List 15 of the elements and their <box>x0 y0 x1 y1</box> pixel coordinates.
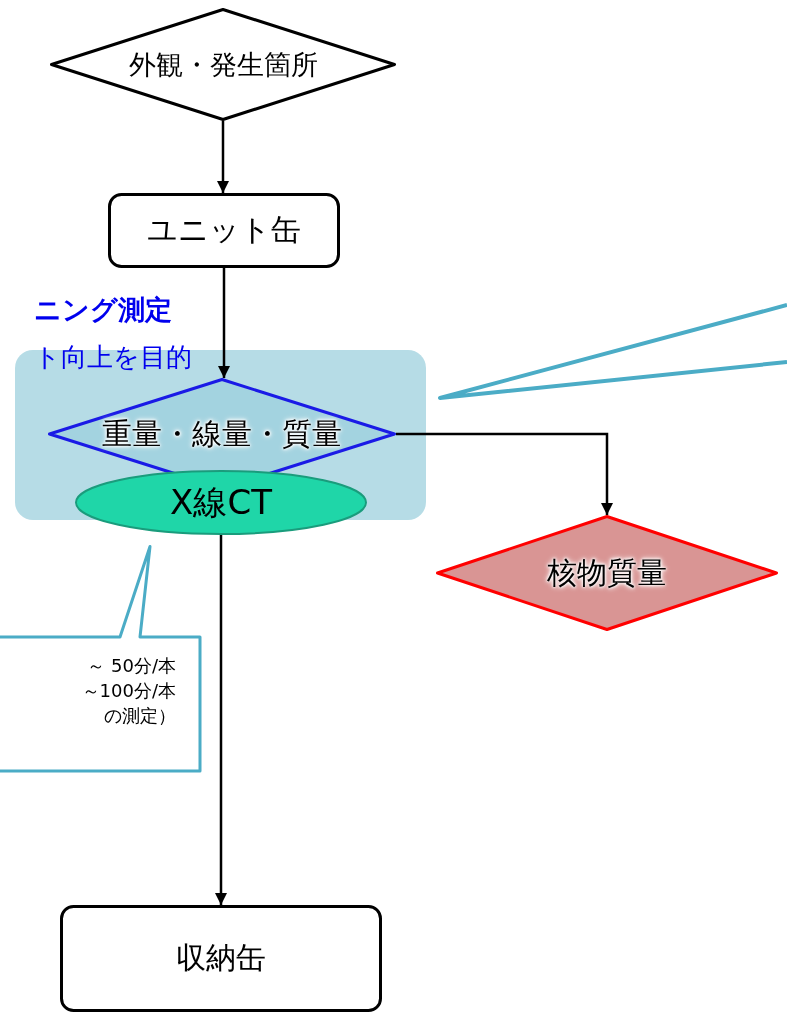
note-text: ト向上を目的 <box>34 341 192 374</box>
arrow <box>214 535 228 905</box>
node-label: 重量・線量・質量 <box>102 414 342 453</box>
node-label: 核物質量 <box>547 553 667 592</box>
node-label: 収納缶 <box>176 939 266 977</box>
note-text: の測定） <box>103 704 176 728</box>
arrow <box>216 121 230 193</box>
arrow <box>396 432 614 515</box>
heading-text: ニング測定 <box>34 293 172 327</box>
note-text: ～100分/本 <box>81 679 176 703</box>
note-text: ～ 50分/本 <box>86 654 176 678</box>
node-label: X線CT <box>170 480 272 524</box>
node-label: 外観・発生箇所 <box>128 47 318 82</box>
node-label: ユニット缶 <box>147 211 301 249</box>
arrow <box>217 268 231 378</box>
